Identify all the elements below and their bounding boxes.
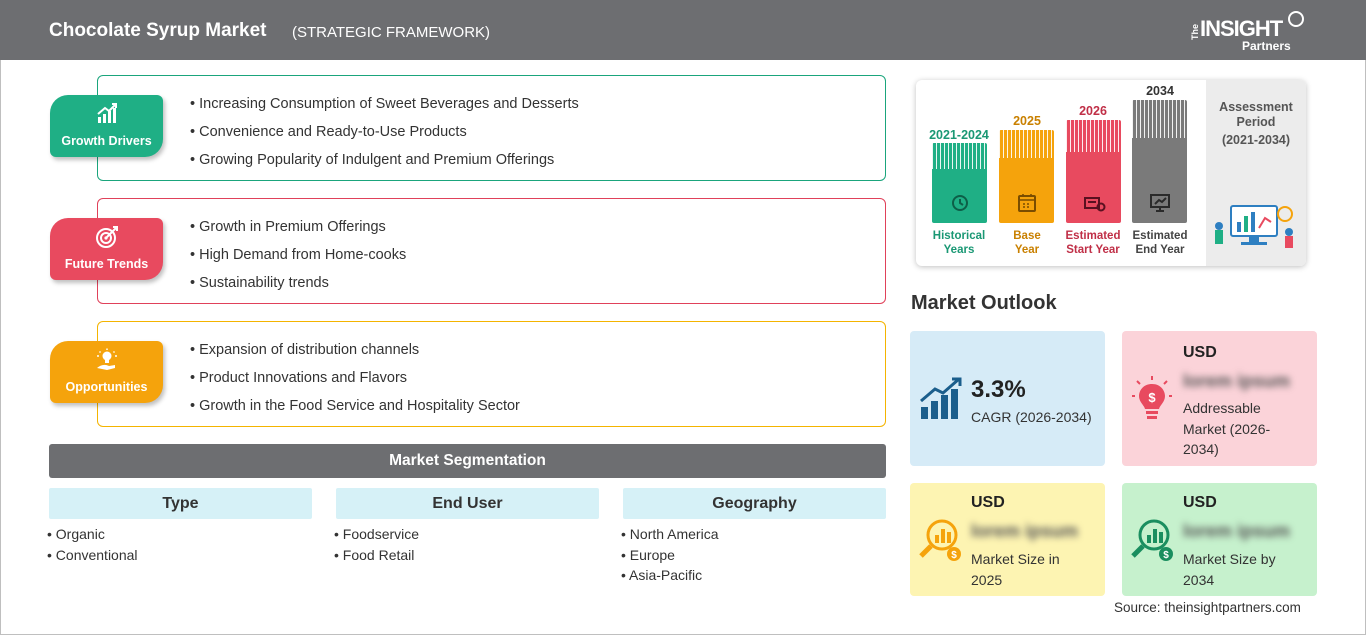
assessment-label: Assessment xyxy=(1219,100,1293,114)
timeline-bar-end xyxy=(1132,100,1187,223)
growth-drivers-box: Increasing Consumption of Sweet Beverage… xyxy=(97,75,886,181)
opportunities-box: Expansion of distribution channels Produ… xyxy=(97,321,886,427)
rising-bars-icon xyxy=(920,377,962,419)
magnifier-coins-icon: $ xyxy=(919,519,961,561)
period-label: Period xyxy=(1236,115,1276,129)
page-subtitle: (STRATEGIC FRAMEWORK) xyxy=(292,24,491,41)
timeline-bar-base xyxy=(999,130,1054,223)
size-2025-currency: USD xyxy=(971,494,1005,511)
list-item: High Demand from Home-cooks xyxy=(190,245,406,273)
opportunities-list: Expansion of distribution channels Produ… xyxy=(190,340,520,424)
year-label-historical: 2021-2024 xyxy=(929,128,989,142)
size-2034-currency: USD xyxy=(1183,494,1217,511)
list-item: Convenience and Ready-to-Use Products xyxy=(190,122,579,150)
header-bar: Chocolate Syrup Market (STRATEGIC FRAMEW… xyxy=(0,0,1366,60)
page-title: Chocolate Syrup Market xyxy=(49,20,267,41)
segment-list-end-user: Foodservice Food Retail xyxy=(334,524,419,565)
addressable-value-blurred: lorem ipsum xyxy=(1183,371,1291,391)
size-2034-value-blurred: lorem ipsum xyxy=(1183,521,1291,541)
list-item: Asia-Pacific xyxy=(621,565,719,586)
list-item: Food Retail xyxy=(334,545,419,566)
cagr-value: 3.3% xyxy=(971,376,1026,403)
calendar-icon xyxy=(1018,194,1036,212)
future-trends-tag: Future Trends xyxy=(50,218,163,280)
growth-drivers-tag: Growth Drivers xyxy=(50,95,163,157)
list-item: Conventional xyxy=(47,545,138,566)
cagr-card: 3.3% CAGR (2026-2034) xyxy=(910,331,1105,466)
list-item: Product Innovations and Flavors xyxy=(190,368,520,396)
money-bulb-icon: $ xyxy=(1132,376,1172,419)
segment-list-type: Organic Conventional xyxy=(47,524,138,565)
segment-list-geography: North America Europe Asia-Pacific xyxy=(621,524,719,586)
future-trends-label: Future Trends xyxy=(64,257,149,271)
growth-drivers-label: Growth Drivers xyxy=(61,134,152,148)
assessment-period-panel: Assessment Period (2021-2034) xyxy=(1206,80,1306,266)
opportunities-tag: Opportunities xyxy=(50,341,163,403)
analytics-illustration-icon xyxy=(1215,205,1293,248)
svg-text:$: $ xyxy=(951,550,957,561)
growth-drivers-list: Increasing Consumption of Sweet Beverage… xyxy=(190,94,579,178)
assessment-range: (2021-2034) xyxy=(1221,133,1291,147)
list-item: Europe xyxy=(621,545,719,566)
list-item: Organic xyxy=(47,524,138,545)
list-item: North America xyxy=(621,524,719,545)
opportunities-label: Opportunities xyxy=(65,380,148,394)
year-label-start: 2026 xyxy=(1079,104,1107,118)
growth-chart-icon xyxy=(97,103,117,123)
addressable-currency: USD xyxy=(1183,344,1217,361)
future-trends-list: Growth in Premium Offerings High Demand … xyxy=(190,217,406,301)
start-flag-icon xyxy=(1084,197,1106,212)
target-icon xyxy=(96,226,118,248)
presentation-icon xyxy=(1150,194,1170,212)
svg-text:$: $ xyxy=(1163,550,1169,561)
year-label-end: 2034 xyxy=(1146,84,1174,98)
timeline-bar-start xyxy=(1066,120,1121,223)
segment-header-type: Type xyxy=(49,488,312,519)
list-item: Sustainability trends xyxy=(190,273,406,301)
list-item: Growth in the Food Service and Hospitali… xyxy=(190,396,520,424)
history-icon xyxy=(952,195,968,211)
future-trends-box: Growth in Premium Offerings High Demand … xyxy=(97,198,886,304)
market-outlook-title: Market Outlook xyxy=(911,292,1057,314)
cagr-label: CAGR (2026-2034) xyxy=(971,409,1092,425)
insight-partners-logo: The INSIGHT Partners xyxy=(1190,10,1310,54)
segment-header-end-user: End User xyxy=(336,488,599,519)
list-item: Growing Popularity of Indulgent and Prem… xyxy=(190,150,579,178)
list-item: Foodservice xyxy=(334,524,419,545)
svg-text:$: $ xyxy=(1148,390,1156,405)
list-item: Increasing Consumption of Sweet Beverage… xyxy=(190,94,579,122)
segment-header-geography: Geography xyxy=(623,488,886,519)
size-2025-value-blurred: lorem ipsum xyxy=(971,521,1079,541)
magnifier-chart-icon: $ xyxy=(1131,519,1173,561)
lightbulb-hand-icon xyxy=(97,348,117,370)
list-item: Expansion of distribution channels xyxy=(190,340,520,368)
year-label-base: 2025 xyxy=(1013,114,1041,128)
source-credit: Source: theinsightpartners.com xyxy=(1114,600,1301,615)
list-item: Growth in Premium Offerings xyxy=(190,217,406,245)
market-segmentation-title: Market Segmentation xyxy=(49,444,886,478)
